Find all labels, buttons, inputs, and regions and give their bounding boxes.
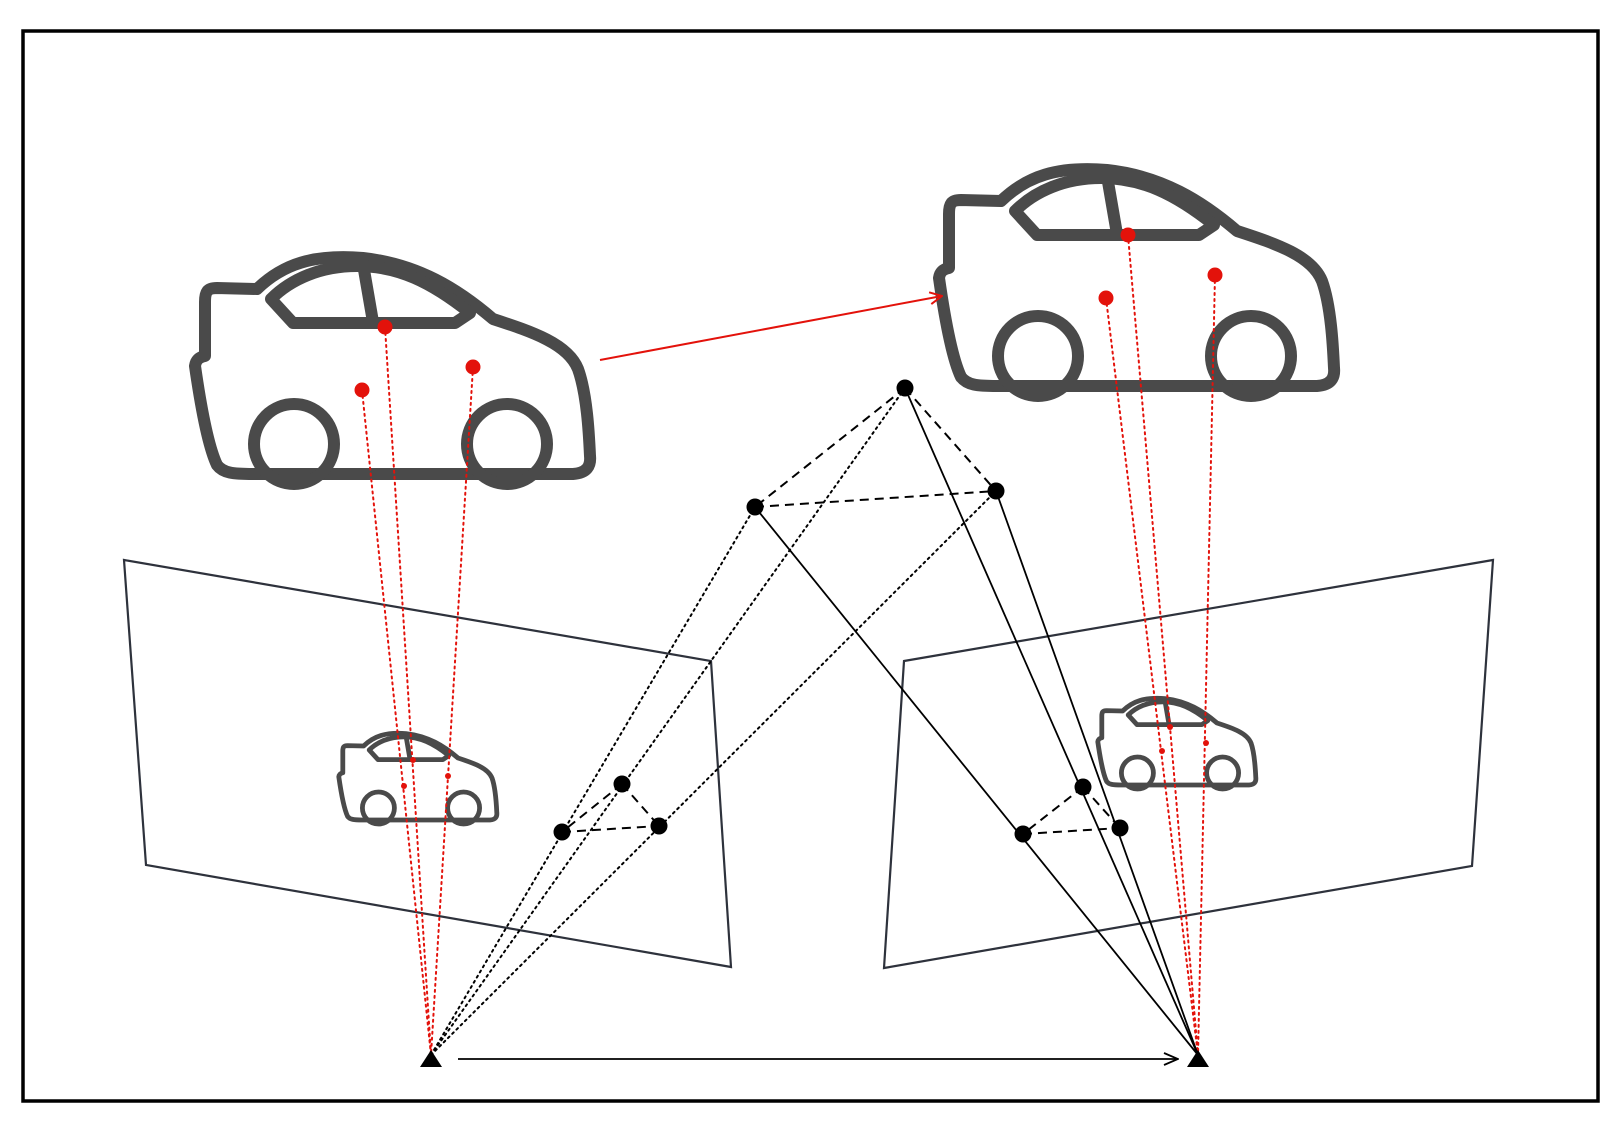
- right-black-projection-rays: [754, 387, 1199, 1056]
- 3d-point-triangle: [754, 387, 997, 508]
- right-red-projection-rays: [1105, 234, 1216, 1056]
- red-keypoints-image: [401, 724, 1209, 789]
- right-image-plane: [882, 558, 1495, 970]
- diagram-frame: [21, 29, 1600, 1103]
- right-image-triangle: [1022, 786, 1121, 835]
- left-red-projection-rays: [361, 326, 474, 1056]
- red-keypoints-3d: [354, 227, 1223, 398]
- left-image-plane: [122, 558, 733, 969]
- left-image-triangle: [561, 783, 660, 833]
- black-keypoints: [553, 379, 1129, 843]
- left-camera-marker: [420, 1050, 442, 1067]
- car-motion-arrow: [599, 296, 942, 361]
- right-camera-marker: [1187, 1050, 1209, 1067]
- left-black-projection-rays: [430, 387, 997, 1056]
